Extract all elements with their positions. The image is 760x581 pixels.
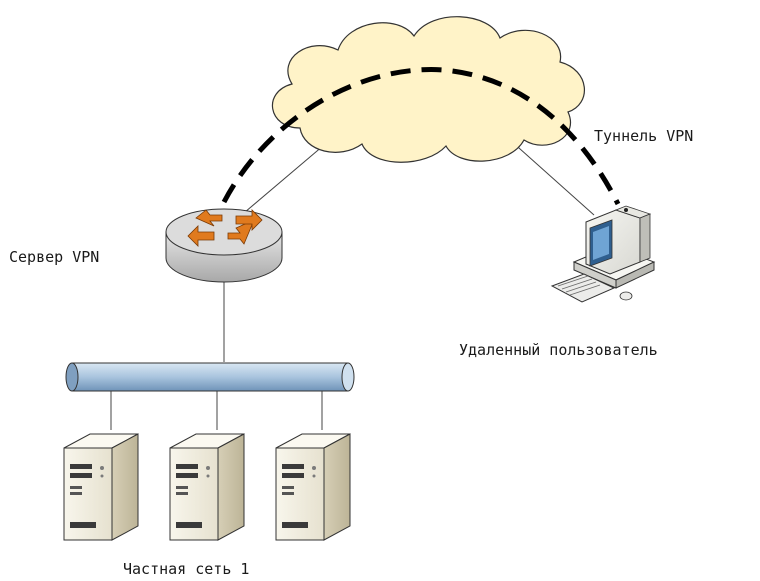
link-cloud-workstation bbox=[509, 139, 595, 216]
link-cloud-router bbox=[237, 139, 331, 219]
server-icon bbox=[275, 433, 351, 541]
network-bus bbox=[65, 362, 355, 392]
cloud-icon bbox=[272, 16, 585, 163]
private-network-label: Частная сеть 1 bbox=[123, 560, 249, 578]
server-icon bbox=[63, 433, 139, 541]
remote-user-label: Удаленный пользователь bbox=[459, 341, 658, 359]
workstation-icon bbox=[550, 205, 656, 303]
vpn-server-label: Сервер VPN bbox=[9, 248, 99, 266]
tunnel-label: Туннель VPN bbox=[594, 127, 693, 145]
server-icon bbox=[169, 433, 245, 541]
router-icon bbox=[165, 208, 283, 283]
